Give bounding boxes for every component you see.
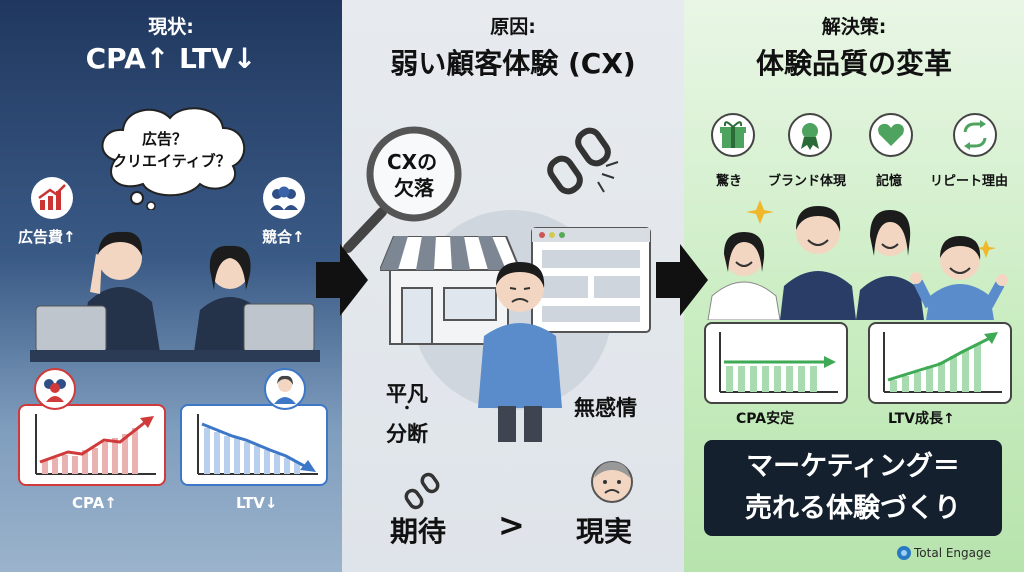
label-ltv-down: LTV↓ bbox=[236, 494, 278, 512]
magnifier-line2: 欠落 bbox=[394, 176, 434, 200]
panel3-title-big: 体験品質の変革 bbox=[755, 47, 952, 80]
icon-label-surprise: 驚き bbox=[716, 174, 743, 189]
panel1-title-big: CPA↑ LTV↓ bbox=[85, 42, 257, 75]
panel2-title-big: 弱い顧客体験 (CX) bbox=[390, 47, 636, 80]
customer-icon bbox=[274, 375, 296, 404]
panel3-title-small: 解決策: bbox=[821, 16, 887, 38]
label-expectation: 期待 bbox=[390, 515, 447, 548]
browser-window-illustration bbox=[531, 227, 651, 333]
magnifier-icon bbox=[343, 126, 462, 253]
label-cpa-up: CPA↑ bbox=[72, 494, 117, 512]
ltv-customer-badge bbox=[264, 368, 306, 410]
brand-logo-icon bbox=[897, 546, 911, 560]
worried-marketers-illustration bbox=[30, 231, 320, 362]
label-reality: 現実 bbox=[576, 515, 633, 548]
people-icon bbox=[44, 379, 66, 402]
arrow-right-2-icon bbox=[656, 244, 708, 316]
panel-cause: 原因: 弱い顧客体験 (CX) CXの 欠落 bbox=[342, 0, 684, 572]
label-ad-cost: 広告費↑ bbox=[18, 228, 76, 246]
gift-icon bbox=[711, 113, 755, 157]
thought-line1: 広告？ bbox=[142, 130, 188, 148]
ribbon-icon bbox=[788, 113, 832, 157]
arrow-right-1-icon bbox=[316, 244, 368, 316]
cpa-stable-chart bbox=[719, 332, 838, 393]
competitors-icon bbox=[263, 177, 305, 219]
conclusion-line2: 売れる体験づくり bbox=[745, 493, 961, 524]
label-greater-than: > bbox=[498, 506, 525, 544]
cpa-stable-chart-card bbox=[704, 322, 848, 404]
panel-current-state: 現状: CPA↑ LTV↓ 広告？ クリエイティブ？ 広告費↑ 競合↑ bbox=[0, 0, 342, 572]
broken-chain-icon bbox=[547, 127, 619, 195]
sad-face-icon bbox=[591, 461, 633, 503]
rising-chart-icon bbox=[31, 177, 73, 219]
heart-icon bbox=[869, 113, 913, 157]
icon-label-memory: 記憶 bbox=[876, 174, 903, 189]
thought-line2: クリエイティブ？ bbox=[112, 152, 231, 170]
unhappy-customer-illustration bbox=[478, 262, 562, 442]
label-fragmented: 分断 bbox=[386, 422, 428, 446]
icon-label-repeat: リピート理由 bbox=[930, 174, 1009, 189]
brand-name: Total Engage bbox=[914, 546, 991, 560]
label-ltv-growth: LTV成長↑ bbox=[888, 411, 955, 427]
panel2-title-small: 原因: bbox=[490, 16, 536, 38]
happy-team-illustration bbox=[707, 200, 1008, 320]
label-mediocre: 平凡 bbox=[386, 382, 428, 406]
storefront-illustration bbox=[380, 236, 520, 345]
panel1-title-small: 現状: bbox=[148, 16, 194, 38]
icon-label-brand: ブランド体現 bbox=[768, 174, 847, 189]
ltv-growth-chart-card bbox=[868, 322, 1012, 404]
label-emotionless: 無感情 bbox=[574, 396, 637, 420]
cpa-rising-chart-card bbox=[18, 404, 166, 486]
cpa-people-badge bbox=[34, 368, 76, 410]
ltv-falling-chart-card bbox=[180, 404, 328, 486]
ltv-growth-chart bbox=[883, 332, 1002, 393]
label-competition: 競合↑ bbox=[262, 228, 305, 246]
small-broken-chain-icon bbox=[404, 472, 440, 510]
label-cpa-stable: CPA安定 bbox=[736, 411, 795, 427]
repeat-icon bbox=[953, 113, 997, 157]
magnifier-line1: CXの bbox=[387, 150, 438, 174]
label-dot: ・ bbox=[400, 401, 414, 417]
thought-bubble bbox=[101, 107, 246, 210]
ltv-falling-chart bbox=[197, 414, 318, 475]
conclusion-line1: マーケティング＝ bbox=[746, 451, 960, 482]
cpa-rising-chart bbox=[35, 414, 156, 475]
conclusion-box: マーケティング＝ 売れる体験づくり bbox=[704, 440, 1002, 536]
